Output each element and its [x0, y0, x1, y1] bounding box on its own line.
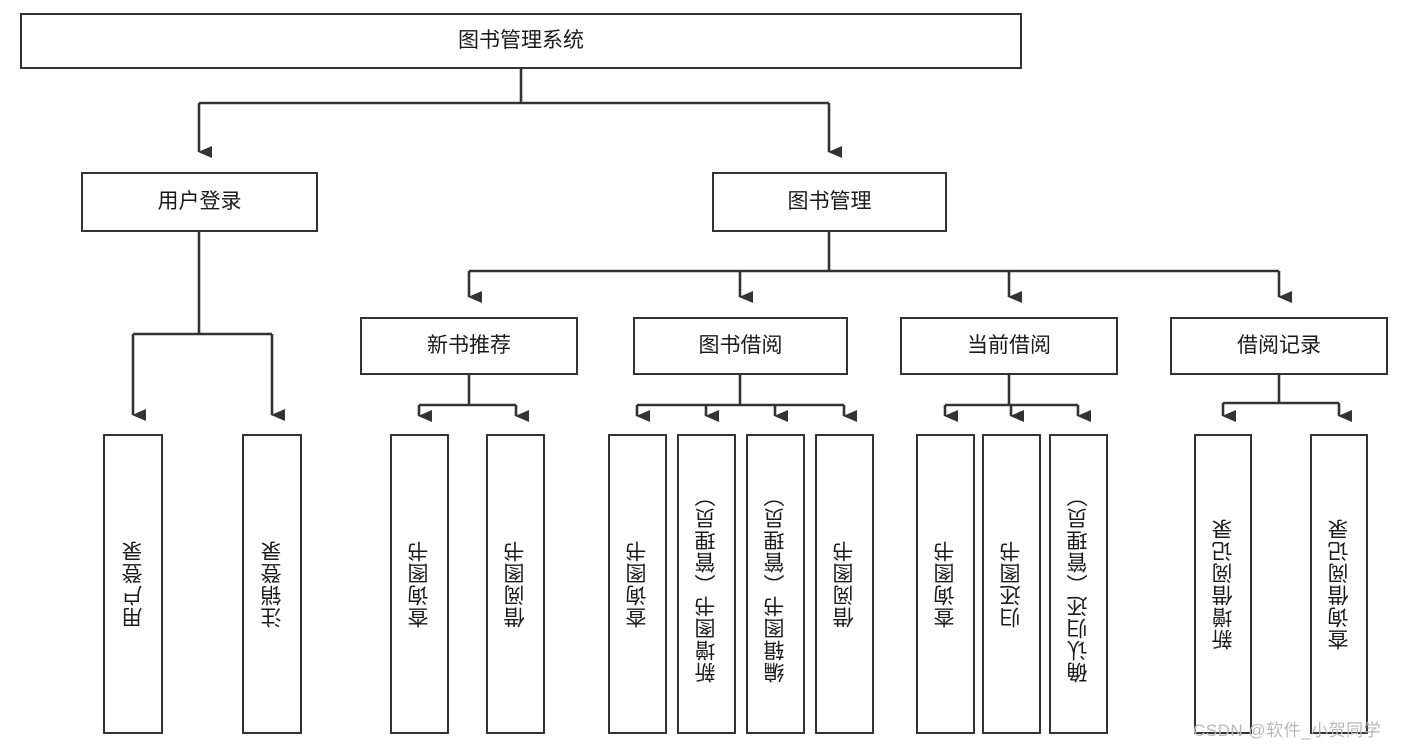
node-label: 确认归还（管理员）: [1067, 485, 1090, 683]
node-label: 当前借阅: [967, 333, 1051, 357]
leaf-query-book-current[interactable]: 查询图书: [916, 434, 975, 734]
csdn-watermark: CSDN @软件_小贺同学: [1193, 721, 1382, 740]
node-user-login[interactable]: 用户登录: [81, 172, 318, 232]
node-new-book-recommend[interactable]: 新书推荐: [360, 317, 578, 375]
node-label: 图书管理: [787, 189, 872, 213]
leaf-edit-book-admin[interactable]: 编辑图书（管理员）: [746, 434, 805, 734]
node-book-borrow[interactable]: 图书借阅: [633, 317, 848, 375]
node-borrow-record[interactable]: 借阅记录: [1170, 317, 1388, 375]
node-label: 新增图书（管理员）: [695, 485, 718, 683]
leaf-query-borrow-record[interactable]: 查询借阅记录: [1310, 434, 1368, 734]
leaf-add-book-admin[interactable]: 新增图书（管理员）: [677, 434, 736, 734]
node-label: 用户登录: [157, 189, 242, 213]
node-label: 用户登录: [121, 540, 145, 628]
node-current-borrow[interactable]: 当前借阅: [900, 317, 1118, 375]
node-label: 查询图书: [934, 540, 957, 628]
node-label: 归还图书: [1000, 540, 1023, 628]
node-label: 借阅图书: [833, 540, 856, 628]
node-label: 查询借阅记录: [1327, 518, 1351, 650]
leaf-confirm-return-admin[interactable]: 确认归还（管理员）: [1049, 434, 1108, 734]
node-label: 注销登录: [260, 540, 284, 628]
node-label: 借阅图书: [504, 540, 527, 628]
leaf-add-borrow-record[interactable]: 新增借阅记录: [1194, 434, 1252, 734]
leaf-query-book-borrow[interactable]: 查询图书: [608, 434, 667, 734]
leaf-query-book-recommend[interactable]: 查询图书: [390, 434, 449, 734]
leaf-user-login[interactable]: 用户登录: [103, 434, 163, 734]
node-label: 借阅记录: [1237, 333, 1321, 357]
node-root-system[interactable]: 图书管理系统: [20, 13, 1022, 69]
node-label: 查询图书: [626, 540, 649, 628]
node-label: 编辑图书（管理员）: [764, 485, 787, 683]
node-label: 查询图书: [408, 540, 431, 628]
node-label: 新增借阅记录: [1211, 518, 1235, 650]
leaf-return-book[interactable]: 归还图书: [982, 434, 1041, 734]
node-label: 新书推荐: [427, 333, 511, 357]
node-label: 图书管理系统: [458, 28, 584, 52]
node-book-management[interactable]: 图书管理: [712, 172, 947, 232]
leaf-borrow-book-recommend[interactable]: 借阅图书: [486, 434, 545, 734]
leaf-logout-login[interactable]: 注销登录: [242, 434, 302, 734]
node-label: 图书借阅: [698, 333, 783, 357]
leaf-borrow-book[interactable]: 借阅图书: [815, 434, 874, 734]
